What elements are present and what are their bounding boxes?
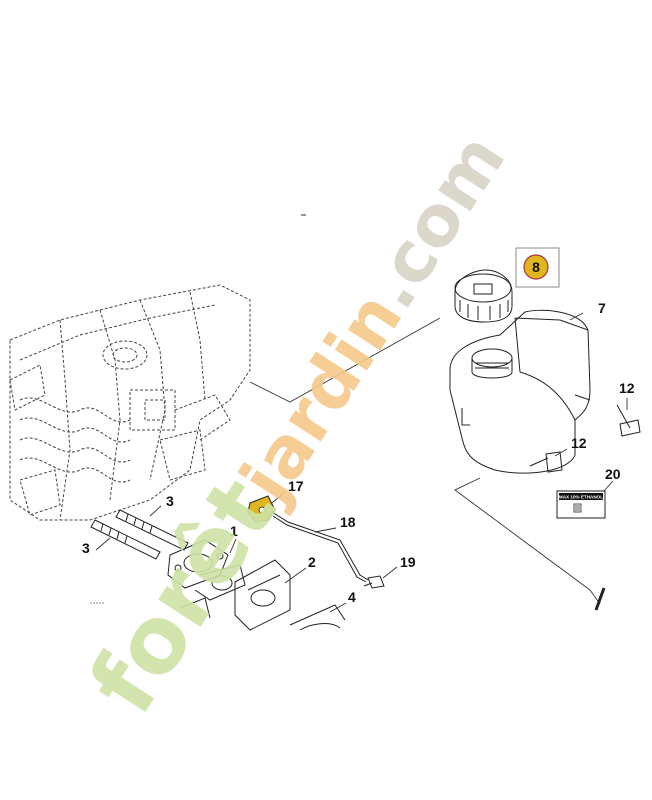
svg-text:forêtjardin.com: forêtjardin.com bbox=[69, 109, 526, 732]
ethanol-label-text: MAX 10% ETHANOL bbox=[559, 495, 603, 500]
leader-lines bbox=[95, 312, 628, 613]
callout-numbers: 7 12 12 20 17 18 19 1 2 3 3 4 bbox=[82, 300, 635, 605]
throttle-bracket bbox=[247, 495, 276, 523]
callout-4: 4 bbox=[348, 589, 356, 605]
watermark-jardin: jardin bbox=[223, 278, 419, 518]
callout-12-upper: 12 bbox=[619, 380, 635, 396]
callout-1: 1 bbox=[230, 523, 238, 539]
part-four-hint bbox=[289, 604, 346, 631]
callout-19: 19 bbox=[400, 554, 416, 570]
callout-12-lower: 12 bbox=[571, 435, 587, 451]
callout-2: 2 bbox=[308, 554, 316, 570]
screw-lower bbox=[529, 451, 563, 473]
watermark-foret: forêt bbox=[69, 460, 298, 732]
guide-lines bbox=[249, 317, 606, 611]
callout-17: 17 bbox=[288, 478, 304, 494]
spacer bbox=[179, 559, 291, 631]
callout-20: 20 bbox=[605, 466, 621, 482]
stud-lower bbox=[90, 519, 161, 560]
callout-7: 7 bbox=[598, 300, 606, 316]
stud-upper bbox=[115, 509, 189, 551]
throttle-rod bbox=[271, 511, 369, 583]
screw-upper bbox=[616, 404, 641, 437]
fitting bbox=[363, 575, 385, 589]
ethanol-label: MAX 10% ETHANOL bbox=[556, 490, 606, 519]
callout-18: 18 bbox=[340, 514, 356, 530]
gasket bbox=[167, 539, 246, 601]
small-marks bbox=[90, 214, 306, 604]
highlight-callout-8: 8 bbox=[515, 247, 560, 288]
callout-3-lower: 3 bbox=[82, 540, 90, 556]
engine-block bbox=[9, 284, 251, 521]
fuel-tank bbox=[449, 309, 591, 474]
fuel-cap bbox=[454, 269, 513, 323]
watermark-com: .com bbox=[349, 120, 521, 323]
callout-3-upper: 3 bbox=[166, 493, 174, 509]
callout-8: 8 bbox=[532, 259, 540, 275]
watermark: forêtjardin.com bbox=[69, 109, 526, 732]
